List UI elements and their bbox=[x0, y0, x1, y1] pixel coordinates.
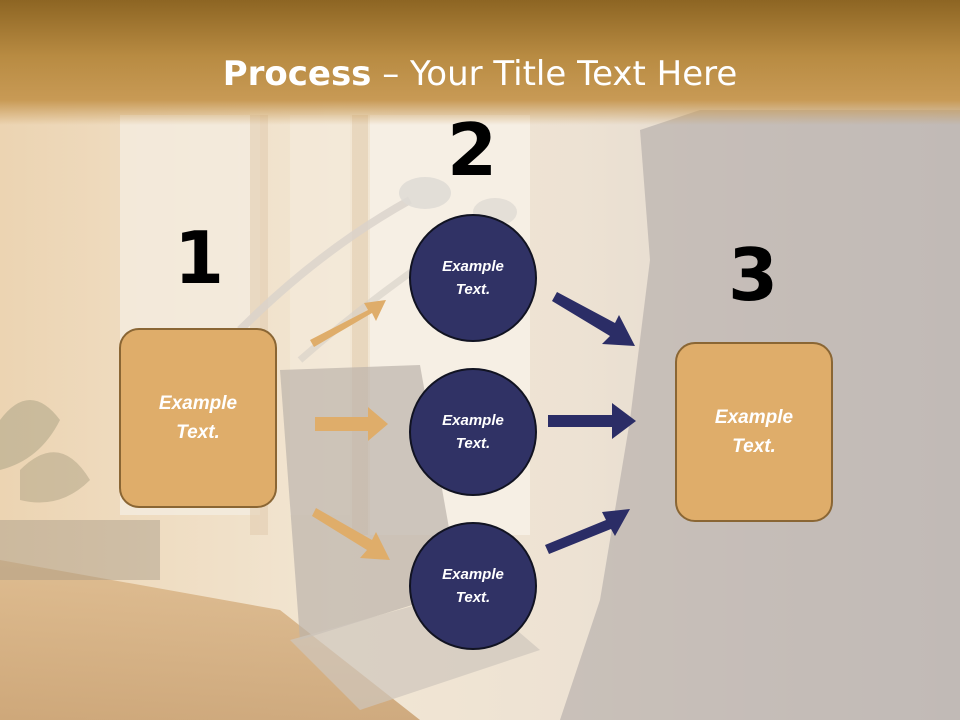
arrow-right-up-icon bbox=[545, 509, 630, 554]
arrow-right-icon bbox=[548, 403, 636, 439]
process-circle-middle-line2: Text. bbox=[455, 435, 491, 452]
process-circle-bottom-line1: Example bbox=[442, 566, 504, 583]
header-band bbox=[0, 0, 960, 125]
step-number-3: 3 bbox=[727, 233, 779, 317]
step-box-1-text: Example Text. bbox=[138, 389, 258, 447]
step-number-2: 2 bbox=[446, 108, 498, 192]
process-circle-top: Example Text. bbox=[409, 214, 537, 342]
process-circle-middle: Example Text. bbox=[409, 368, 537, 496]
title-bold: Process bbox=[222, 54, 372, 94]
process-circle-middle-line1: Example bbox=[442, 412, 504, 429]
step-box-3: Example Text. bbox=[675, 342, 833, 522]
step-box-3-text: Example Text. bbox=[694, 403, 814, 461]
arrow-right-down-icon bbox=[312, 508, 390, 560]
arrow-right-down-icon bbox=[552, 292, 635, 346]
step-number-1: 1 bbox=[173, 216, 225, 300]
step-box-3-line1: Example bbox=[714, 407, 794, 428]
step-box-1-line2: Text. bbox=[176, 422, 220, 443]
gold-arrows bbox=[310, 300, 390, 560]
process-circle-bottom-text: Example Text. bbox=[423, 563, 523, 609]
process-circle-top-line2: Text. bbox=[455, 281, 491, 298]
step-box-1-line1: Example bbox=[158, 393, 238, 414]
arrow-right-icon bbox=[315, 407, 388, 441]
process-circle-top-text: Example Text. bbox=[423, 255, 523, 301]
process-circle-top-line1: Example bbox=[442, 258, 504, 275]
arrow-right-up-icon bbox=[310, 300, 386, 347]
step-box-1: Example Text. bbox=[119, 328, 277, 508]
process-circle-bottom-line2: Text. bbox=[455, 589, 491, 606]
process-circle-bottom: Example Text. bbox=[409, 522, 537, 650]
title-rest: – Your Title Text Here bbox=[371, 54, 738, 94]
process-circle-middle-text: Example Text. bbox=[423, 409, 523, 455]
navy-arrows bbox=[545, 292, 636, 554]
slide-title: Process – Your Title Text Here bbox=[0, 52, 960, 96]
step-box-3-line2: Text. bbox=[732, 436, 776, 457]
